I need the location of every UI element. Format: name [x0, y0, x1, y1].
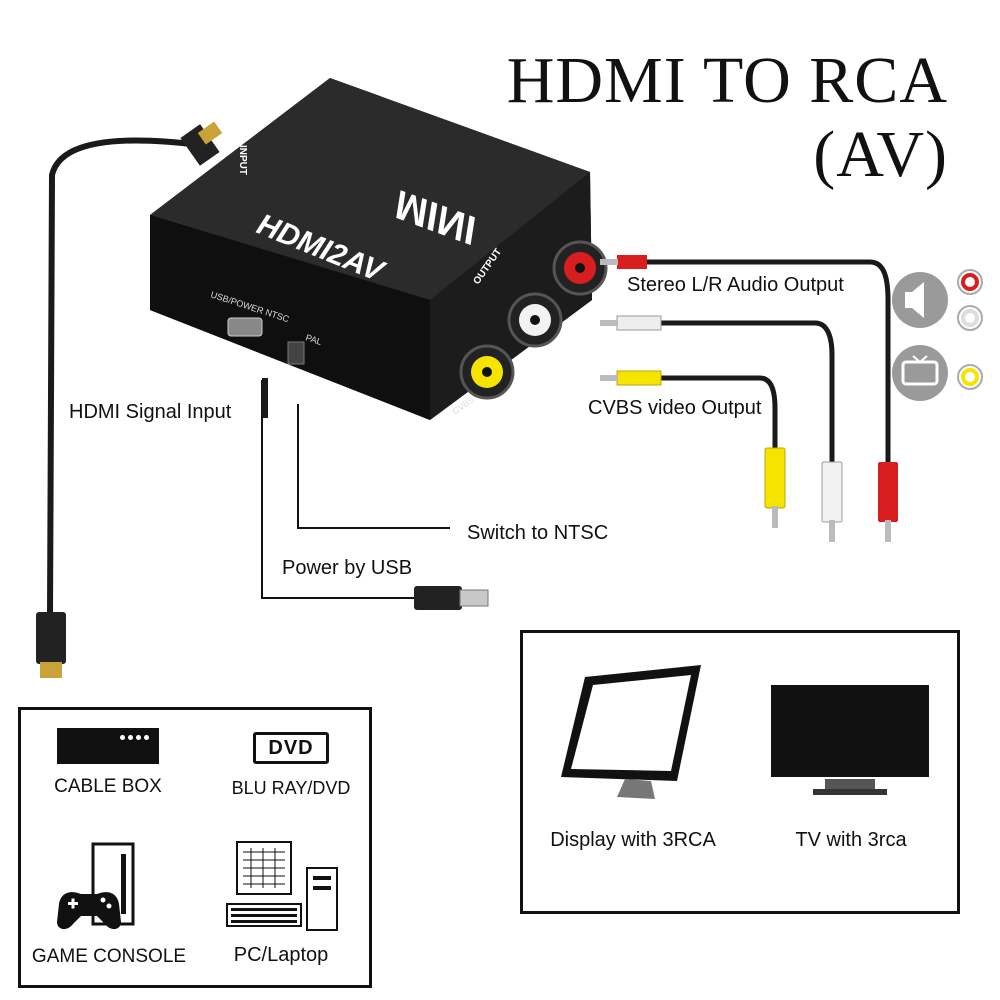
tv-3rca-label: TV with 3rca: [795, 829, 907, 851]
source-pc-label: PC/Laptop: [233, 944, 329, 966]
white-jack-icon: [957, 305, 983, 331]
product-illustration: MINI HDMI2AV INPUT OUTPUT USB/POWER NTSC…: [36, 78, 983, 678]
hdmi-cable: [36, 121, 223, 678]
usb-plug: [262, 378, 489, 610]
displays-panel: Display with 3RCA TV with 3rca: [520, 630, 960, 914]
callout-hdmi-input: HDMI Signal Input: [69, 401, 232, 423]
yellow-jack-icon: [957, 364, 983, 390]
sources-panel: CABLE BOX DVD BLU RAY/DVD GAME CONSOLE P…: [18, 707, 372, 988]
callout-switch: Switch to NTSC: [467, 522, 609, 544]
callout-lines: [261, 380, 450, 599]
ntsc-pal-switch: [287, 341, 305, 365]
tv-display-icon: [771, 685, 929, 795]
rca-cable-yellow: [600, 370, 786, 528]
source-game-console-label: GAME CONSOLE: [31, 946, 187, 967]
rca-jack-red: [552, 240, 608, 296]
rca-cable-red: [600, 255, 898, 542]
converter-box: MINI HDMI2AV INPUT OUTPUT USB/POWER NTSC…: [150, 78, 608, 420]
cable-box-icon: [57, 728, 159, 764]
hdmi-connector-top: [180, 124, 220, 166]
pc-icon: [226, 841, 338, 931]
dvd-logo-text: DVD: [268, 736, 314, 759]
source-bluray-label: BLU RAY/DVD: [231, 778, 351, 798]
device-input-text: INPUT: [237, 145, 248, 175]
tv-icon: [892, 345, 948, 401]
hdmi-connector-bottom: [36, 612, 66, 664]
callout-audio-output: Stereo L/R Audio Output: [627, 274, 844, 296]
device-pal-text: PAL: [304, 332, 323, 347]
page-title-line2: (AV): [813, 118, 948, 191]
rca-jack-white: [507, 292, 563, 348]
rca-cable-white: [600, 315, 843, 542]
usb-port: [227, 317, 263, 337]
page-title-line1: HDMI TO RCA: [506, 44, 948, 117]
dvd-icon: DVD: [253, 732, 329, 764]
callout-power: Power by USB: [282, 557, 413, 579]
game-console-icon: [57, 842, 135, 930]
source-cable-box-label: CABLE BOX: [54, 776, 162, 797]
callout-video-output: CVBS video Output: [588, 397, 762, 419]
monitor-icon: [561, 665, 701, 799]
red-jack-icon: [957, 269, 983, 295]
display-3rca-label: Display with 3RCA: [550, 829, 716, 851]
speaker-icon: [892, 272, 948, 328]
rca-jack-yellow: [459, 344, 515, 400]
